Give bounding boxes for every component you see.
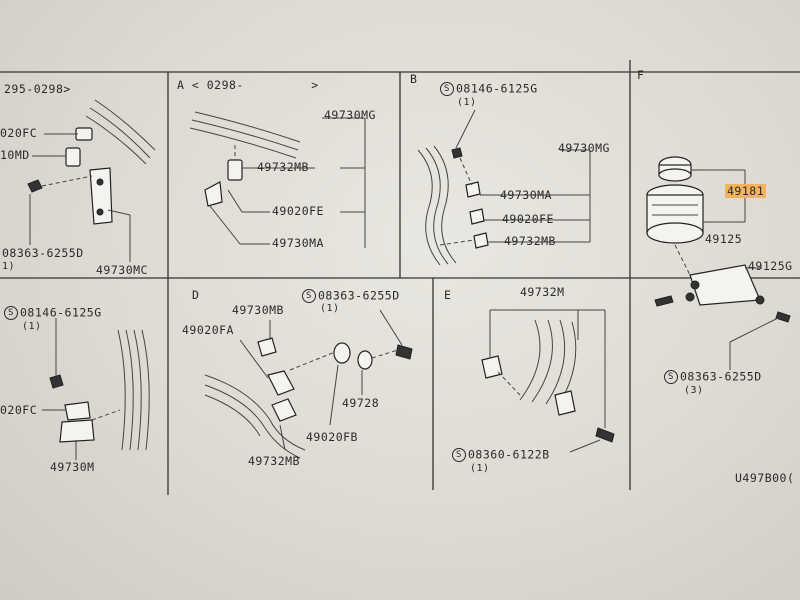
part-label: 020FC [0, 403, 38, 417]
section-b-drawing [417, 109, 591, 266]
section-c-drawing [42, 318, 150, 460]
quantity-label: (1) [320, 303, 340, 314]
section-a-drawing [189, 111, 366, 248]
part-label: 49020FE [502, 212, 554, 226]
part-label: 49730M [50, 460, 95, 474]
part-label: 49730MA [500, 188, 552, 202]
part-label-highlighted: 49181 [725, 184, 767, 198]
part-label: 49732MB [504, 234, 556, 248]
part-label: 49020FB [306, 430, 358, 444]
section-d-drawing [204, 309, 413, 459]
main-section-header: 295-0298> [4, 82, 71, 96]
screw-symbol: S [4, 306, 18, 320]
part-label: 49020FE [272, 204, 324, 218]
part-label: 08363-6255D [2, 246, 84, 260]
part-label: 020FC [0, 126, 38, 140]
part-label: 49732M [520, 285, 565, 299]
part-label: 49125 [705, 232, 743, 246]
part-label: 49732MB [248, 454, 300, 468]
quantity-label: 1) [2, 261, 16, 272]
section-e-letter: E [444, 288, 452, 302]
part-label: 49732MB [257, 160, 309, 174]
screw-symbol: S [302, 289, 316, 303]
main-section-drawing [27, 99, 156, 262]
section-a-header: A < 0298- > [177, 78, 319, 92]
part-label: 49730MG [558, 141, 610, 155]
quantity-label: (3) [684, 385, 704, 396]
part-label: 10MD [0, 148, 30, 162]
section-b-letter: B [410, 72, 418, 86]
part-label: 49730MC [96, 263, 148, 277]
part-label: 49730MB [232, 303, 284, 317]
diagram-code: U497B00( [735, 471, 795, 485]
part-label: 49020FA [182, 323, 234, 337]
part-label: 49730MA [272, 236, 324, 250]
section-f-drawing [646, 156, 791, 370]
section-e-drawing [481, 309, 615, 453]
screw-symbol: S [452, 448, 466, 462]
screw-symbol: S [440, 82, 454, 96]
screw-symbol: S [664, 370, 678, 384]
section-f-letter: F [637, 68, 645, 82]
part-label: 49728 [342, 396, 380, 410]
quantity-label: (1) [470, 463, 490, 474]
part-label: 49125G [748, 259, 793, 273]
quantity-label: (1) [457, 97, 477, 108]
part-label: 49730MG [324, 108, 376, 122]
section-d-letter: D [192, 288, 200, 302]
quantity-label: (1) [22, 321, 42, 332]
